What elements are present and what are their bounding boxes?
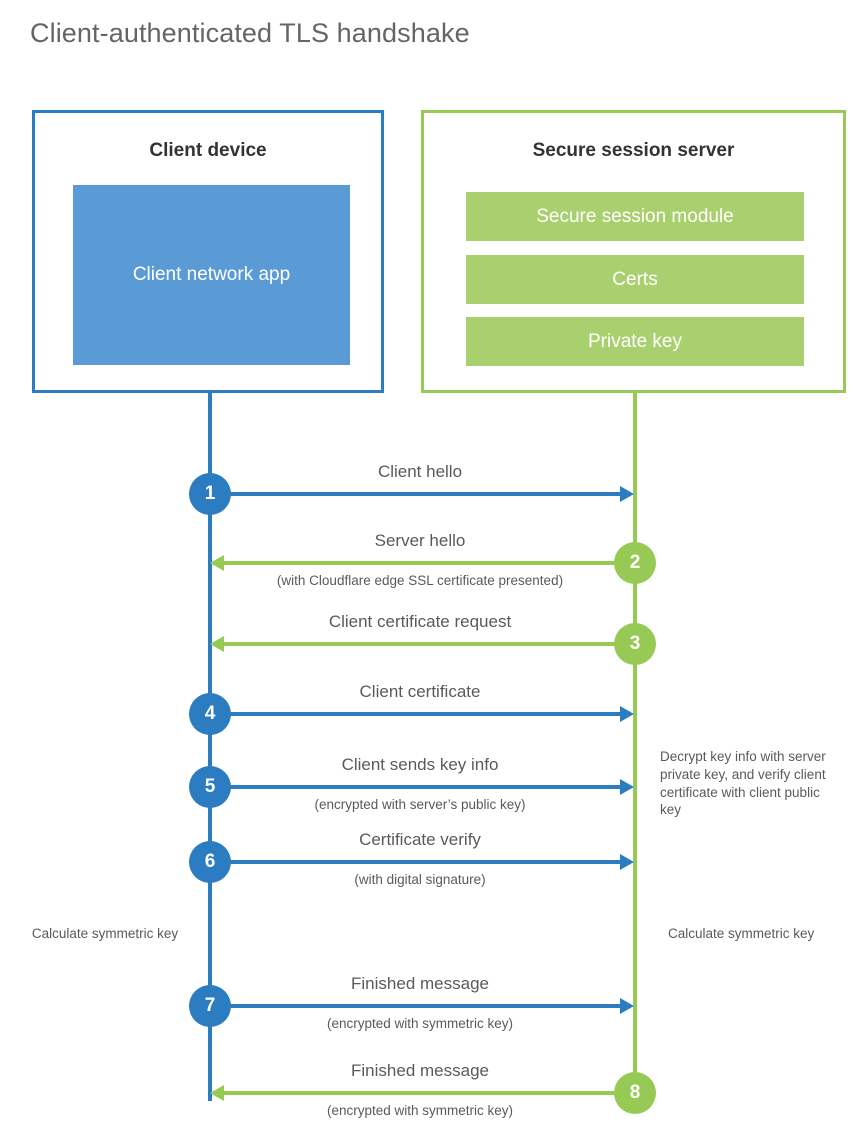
message-label: Client certificate request (328, 612, 512, 631)
private-key-block: Private key (466, 317, 804, 366)
message-label: Client certificate (359, 682, 481, 701)
step-badge-4: 4 (189, 693, 231, 735)
arrow-line (222, 1091, 635, 1095)
arrow-head-left-icon (210, 555, 224, 571)
note-decrypt-key-info: Decrypt key info with server private key… (660, 749, 826, 818)
actor-box-server: Secure session server Secure session mod… (421, 110, 846, 393)
message-label: Finished message (351, 974, 489, 993)
lifeline-server (633, 393, 637, 1093)
arrow-head-right-icon (620, 779, 634, 795)
arrow-head-right-icon (620, 486, 634, 502)
page-title: Client-authenticated TLS handshake (30, 18, 470, 48)
arrow-head-right-icon (620, 706, 634, 722)
arrow-line (210, 712, 626, 716)
actor-title-client: Client device (149, 140, 267, 161)
arrow-line (210, 492, 626, 496)
message-label: Client hello (377, 462, 463, 481)
actor-title-server: Secure session server (532, 140, 735, 161)
step-badge-2: 2 (614, 542, 656, 584)
message-label: Finished message (351, 1061, 489, 1080)
message-label: Certificate verify (359, 830, 481, 849)
message-sublabel: (encrypted with server’s public key) (314, 797, 526, 812)
step-badge-7: 7 (189, 985, 231, 1027)
step-badge-1: 1 (189, 473, 231, 515)
message-sublabel: (with Cloudflare edge SSL certificate pr… (276, 573, 564, 588)
arrow-head-left-icon (210, 1085, 224, 1101)
step-badge-8: 8 (614, 1072, 656, 1114)
lifeline-client (208, 393, 212, 1101)
arrow-head-right-icon (620, 998, 634, 1014)
step-badge-3: 3 (614, 623, 656, 665)
message-sublabel: (encrypted with symmetric key) (326, 1016, 514, 1031)
message-label: Client sends key info (341, 755, 499, 774)
secure-session-module-block: Secure session module (466, 192, 804, 241)
message-sublabel: (encrypted with symmetric key) (326, 1103, 514, 1118)
client-network-app-block: Client network app (73, 185, 350, 365)
arrow-line (222, 642, 635, 646)
actor-box-client: Client device Client network app (32, 110, 384, 393)
message-sublabel: (with digital signature) (354, 872, 486, 887)
arrow-head-right-icon (620, 854, 634, 870)
certs-block: Certs (466, 255, 804, 304)
arrow-line (210, 860, 626, 864)
arrow-line (222, 561, 635, 565)
note-calculate-symmetric-key-client: Calculate symmetric key (31, 926, 179, 941)
arrow-head-left-icon (210, 636, 224, 652)
step-badge-6: 6 (189, 841, 231, 883)
arrow-line (210, 785, 626, 789)
arrow-line (210, 1004, 626, 1008)
step-badge-5: 5 (189, 766, 231, 808)
message-label: Server hello (374, 531, 466, 550)
note-calculate-symmetric-key-server: Calculate symmetric key (668, 926, 815, 941)
